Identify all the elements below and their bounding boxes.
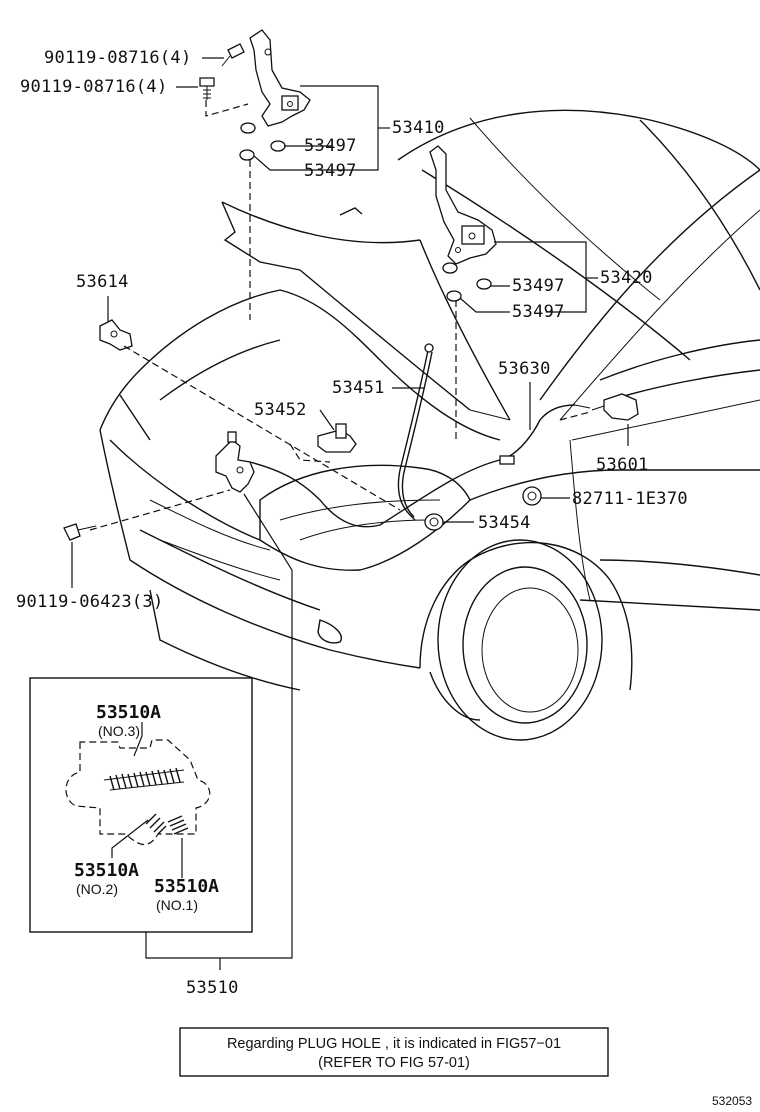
label-bolt-b: 90119-08716(4) (20, 77, 168, 97)
label-lever: 53601 (596, 455, 649, 475)
leader-lines (71, 57, 629, 970)
label-catch: 53452 (254, 400, 307, 420)
screw-icon (63, 523, 97, 541)
label-washer-r1: 53497 (512, 276, 565, 296)
note-box (179, 1027, 609, 1077)
label-hinge-left: 53410 (392, 118, 445, 138)
hood-lock (215, 431, 255, 493)
washer-icon (239, 149, 255, 161)
label-spring-no1-sub: (NO.1) (156, 897, 198, 913)
washer-icon (240, 122, 256, 134)
spring-icon (145, 813, 167, 835)
label-spring-no1: 53510A (154, 876, 219, 897)
label-washer-l2: 53497 (304, 161, 357, 181)
label-washer-r2: 53497 (512, 302, 565, 322)
installation-lines (89, 100, 591, 531)
label-spring-no3-sub: (NO.3) (98, 723, 140, 739)
label-hinge-right: 53420 (600, 268, 653, 288)
bolt-icon (199, 77, 215, 100)
label-spring-no2-sub: (NO.2) (76, 881, 118, 897)
label-spring-no2: 53510A (74, 860, 139, 881)
note-line-1: Regarding PLUG HOLE , it is indicated in… (227, 1036, 561, 1052)
car-body-outline (99, 109, 760, 741)
washer-icon (476, 278, 492, 290)
hood-catch (317, 423, 357, 453)
hood-release-cable (249, 404, 591, 528)
washer-icon (270, 140, 286, 152)
hood-hinge-left (249, 29, 311, 127)
spring-icon (103, 767, 185, 791)
label-bolt-a: 90119-08716(4) (44, 48, 192, 68)
label-grommet: 82711-1E370 (572, 489, 688, 509)
hood-hinge-right (429, 145, 497, 265)
hood-release-lever (591, 393, 639, 421)
washer-icon (442, 262, 458, 274)
spring-inset (29, 677, 253, 933)
label-screw: 90119-06423(3) (16, 592, 164, 612)
label-cable: 53630 (498, 359, 551, 379)
label-spring-no3: 53510A (96, 702, 161, 723)
grommet-icon (522, 486, 542, 506)
spring-icon (167, 815, 189, 835)
label-support-rod: 53451 (332, 378, 385, 398)
label-lock-assy: 53510 (186, 978, 239, 998)
cushion-icon (424, 513, 444, 531)
washer-icon (446, 290, 462, 302)
label-washer-l1: 53497 (304, 136, 357, 156)
clip-icon (99, 319, 133, 351)
note-line-2: (REFER TO FIG 57-01) (318, 1055, 470, 1071)
label-clip: 53614 (76, 272, 129, 292)
hood-support-rod (397, 343, 434, 521)
bolt-icon (221, 43, 245, 67)
label-cushion: 53454 (478, 513, 531, 533)
figure-number: 532053 (712, 1094, 752, 1108)
